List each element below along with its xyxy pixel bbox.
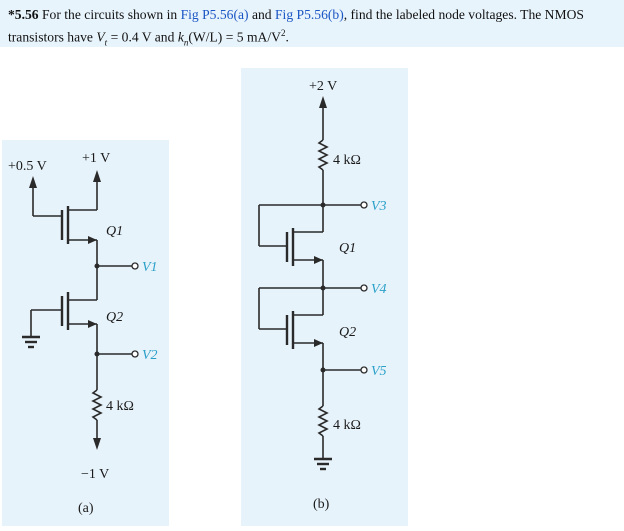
v4-label: V4 [371, 282, 387, 297]
circuit-a-diagram: +0.5 V +1 V Q1 V1 [8, 151, 158, 516]
problem-text-intro: For the circuits shown in [42, 7, 178, 22]
end-period: . [285, 29, 289, 45]
neg-supply-arrowhead [93, 438, 101, 450]
resistor-a-icon [91, 389, 103, 421]
transistor-q1-b [285, 205, 324, 288]
vt-symbol: V [96, 29, 105, 45]
drain-supply-label: +1 V [82, 151, 110, 166]
v3-label: V3 [371, 199, 387, 214]
fig-a-link[interactable]: Fig P5.56(a) [180, 7, 249, 22]
ground-b-icon [314, 457, 332, 471]
resistor-bottom-icon [317, 405, 329, 437]
supply-arrowhead [319, 96, 327, 108]
v2-terminal [131, 350, 139, 358]
circuit-b-diagram: +2 V 4 kΩ V3 Q1 V4 [258, 79, 387, 512]
caption-b: (b) [313, 497, 330, 512]
v5-label: V5 [371, 364, 387, 379]
v3-terminal [360, 201, 368, 209]
k-subscript: n [183, 37, 189, 48]
problem-text-main: , find the labeled node voltages. The NM… [8, 7, 584, 45]
q2-b-label: Q2 [339, 325, 356, 340]
v1-label: V1 [142, 260, 158, 275]
v5-terminal [360, 366, 368, 374]
q1-b-label: Q1 [339, 241, 356, 256]
q1-label: Q1 [106, 224, 123, 239]
ground-a-icon [22, 335, 40, 349]
v4-terminal [360, 284, 368, 292]
drain-supply-arrowhead [93, 170, 101, 182]
transistor-q1 [60, 206, 98, 266]
problem-number: *5.56 [8, 7, 39, 22]
fig-b-link[interactable]: Fig P5.56(b) [275, 7, 344, 22]
k-exponent: 2 [280, 28, 286, 38]
vt-value: = 0.4 V and [110, 29, 175, 45]
resistor-bottom-label: 4 kΩ [333, 418, 361, 433]
gate-supply-label: +0.5 V [8, 159, 47, 174]
and-text: and [251, 7, 272, 22]
v1-terminal [131, 262, 139, 270]
resistor-a-label: 4 kΩ [106, 399, 134, 414]
neg-supply-label: −1 V [81, 467, 109, 482]
transistor-q2 [60, 292, 98, 354]
resistor-top-icon [317, 139, 329, 171]
v2-label: V2 [142, 348, 158, 363]
k-symbol: k [177, 29, 184, 45]
k-rest: (W/L) = 5 mA/V [188, 29, 281, 45]
supply-label: +2 V [309, 79, 337, 94]
circuit-b-panel: +2 V 4 kΩ V3 Q1 V4 [241, 68, 408, 526]
gate-supply-arrowhead [29, 176, 37, 188]
caption-a: (a) [78, 501, 94, 516]
problem-statement: *5.56 For the circuits shown in Fig P5.5… [0, 0, 624, 47]
vt-subscript: t [104, 37, 108, 48]
circuit-a-panel: +0.5 V +1 V Q1 V1 [2, 140, 169, 526]
transistor-q2-b [285, 288, 324, 370]
q2-label: Q2 [106, 310, 123, 325]
resistor-top-label: 4 kΩ [333, 153, 361, 168]
